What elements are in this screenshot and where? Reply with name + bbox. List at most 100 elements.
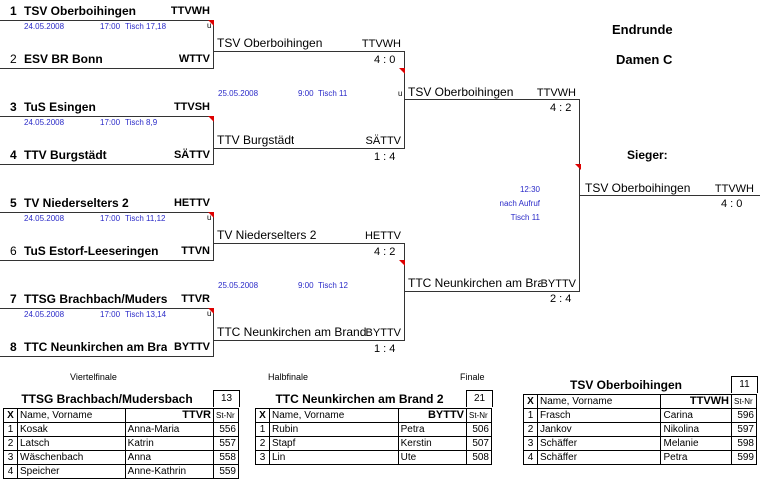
- player-lastname: Rubin: [269, 422, 399, 437]
- team-name[interactable]: TTV Burgstädt: [24, 148, 107, 162]
- team-name[interactable]: TSV Oberboihingen: [24, 4, 137, 18]
- player-firstname: Anne-Kathrin: [124, 464, 215, 479]
- player-stnr: 507: [466, 436, 492, 451]
- u-mark: u: [398, 89, 403, 98]
- bracket-line: [579, 99, 580, 291]
- verband-code: TTVN: [181, 245, 210, 257]
- verband-code: TTVWH: [170, 5, 210, 17]
- player-stnr: 597: [731, 422, 757, 437]
- player-index: 4: [3, 464, 18, 479]
- match-table: Tisch 12: [318, 281, 348, 290]
- bracket-line: [0, 260, 214, 261]
- team-name[interactable]: TTC Neunkirchen am Brand: [217, 325, 367, 339]
- player-index: 3: [3, 450, 18, 465]
- round-label-semifinal: Halbfinale: [268, 372, 309, 382]
- roster-team-name: TTC Neunkirchen am Brand 2: [275, 392, 444, 406]
- seed-number: 4: [10, 148, 17, 162]
- verband-code: TTVSH: [173, 101, 210, 113]
- red-corner-marker: [208, 308, 214, 314]
- team-name[interactable]: TV Niederselters 2: [24, 196, 129, 210]
- verband-code: BYTTV: [173, 341, 210, 353]
- player-stnr: 506: [466, 422, 492, 437]
- player-firstname: Petra: [660, 450, 732, 465]
- player-lastname: Frasch: [536, 408, 662, 423]
- winner-name[interactable]: TSV Oberboihingen: [585, 181, 691, 195]
- bracket-line: [213, 212, 214, 260]
- verband-code: TTVWH: [714, 183, 754, 195]
- match-date: 24.05.2008: [24, 118, 65, 127]
- team-name[interactable]: TTC Neunkirchen am Bra: [408, 276, 545, 290]
- bracket-line: [0, 116, 214, 117]
- player-stnr: 508: [466, 450, 492, 465]
- seed-number: 5: [10, 196, 17, 210]
- player-firstname: Melanie: [660, 436, 732, 451]
- verband-code: TTVWH: [361, 38, 401, 50]
- team-name[interactable]: TuS Estorf-Leeseringen: [24, 244, 159, 258]
- match-table: Tisch 11: [318, 89, 348, 98]
- bracket-line: [214, 243, 405, 244]
- final-note: nach Aufruf: [499, 199, 540, 208]
- seed-number: 8: [10, 340, 17, 354]
- bracket-line: [213, 20, 214, 68]
- col-name-header: Name, Vorname: [269, 408, 399, 423]
- roster-team-number: 11: [731, 376, 758, 393]
- match-time: 9:00: [298, 281, 314, 290]
- player-lastname: Jankov: [536, 422, 662, 437]
- col-name-header: Name, Vorname: [17, 408, 126, 423]
- winner-line: [580, 195, 760, 196]
- verband-code: TTVR: [181, 293, 210, 305]
- match-date: 24.05.2008: [24, 214, 65, 223]
- team-name[interactable]: TTC Neunkirchen am Bra: [24, 340, 168, 354]
- col-stnr-header: St-Nr: [213, 408, 239, 423]
- team-name[interactable]: TSV Oberboihingen: [217, 36, 323, 50]
- match-date: 24.05.2008: [24, 310, 65, 319]
- col-x-header: X: [3, 408, 18, 423]
- match-time: 17:00: [100, 214, 121, 223]
- player-lastname: Schäffer: [536, 436, 662, 451]
- match-score: 2 : 4: [550, 293, 572, 305]
- seed-number: 2: [10, 52, 17, 66]
- red-corner-marker: [399, 260, 405, 266]
- seed-number: 6: [10, 244, 17, 258]
- bracket-line: [214, 51, 405, 52]
- round-label-final: Finale: [460, 372, 485, 382]
- bracket-line: [214, 340, 405, 341]
- col-name-header: Name, Vorname: [536, 394, 662, 409]
- bracket-line: [214, 148, 405, 149]
- player-firstname: Anna: [124, 450, 215, 465]
- player-index: 2: [523, 422, 538, 437]
- player-index: 2: [255, 436, 270, 451]
- bracket-line: [0, 68, 214, 69]
- team-name[interactable]: TSV Oberboihingen: [408, 85, 514, 99]
- player-lastname: Wäschenbach: [17, 450, 126, 465]
- match-date: 25.05.2008: [218, 89, 259, 98]
- player-firstname: Petra: [397, 422, 468, 437]
- verband-code: SÄTTV: [173, 149, 210, 161]
- bracket-line: [404, 243, 405, 340]
- red-corner-marker: [399, 68, 405, 74]
- match-score: 1 : 4: [374, 151, 396, 163]
- player-stnr: 596: [731, 408, 757, 423]
- match-date: 25.05.2008: [218, 281, 259, 290]
- player-stnr: 558: [213, 450, 239, 465]
- red-corner-marker: [208, 212, 214, 218]
- team-name[interactable]: TTSG Brachbach/Muders: [24, 292, 168, 306]
- roster-team-number: 21: [466, 390, 493, 407]
- player-lastname: Kosak: [17, 422, 126, 437]
- team-name[interactable]: ESV BR Bonn: [24, 52, 103, 66]
- team-name[interactable]: TTV Burgstädt: [217, 133, 295, 147]
- team-name[interactable]: TV Niederselters 2: [217, 228, 317, 242]
- team-name[interactable]: TuS Esingen: [24, 100, 96, 114]
- match-score: 4 : 2: [374, 246, 396, 258]
- player-index: 1: [523, 408, 538, 423]
- roster-verband: TTVWH: [660, 394, 732, 409]
